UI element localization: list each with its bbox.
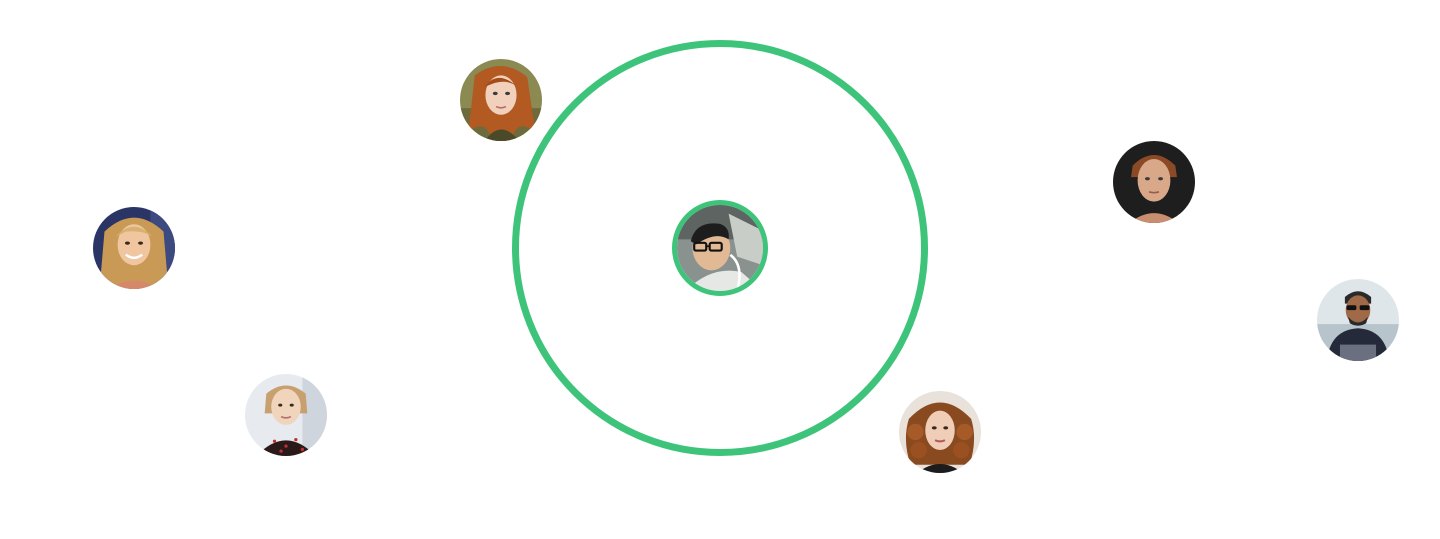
contact-avatar[interactable] [899,391,981,473]
contact-avatar[interactable] [245,374,327,456]
contact-avatar[interactable] [460,59,542,141]
avatar-curly-hair-woman-icon [899,391,981,473]
avatar-blonde-woman-short-hair-icon [245,374,327,456]
avatar-man-sunglasses-icon [1317,279,1399,361]
avatar-freckled-boy-icon [1113,141,1195,223]
contact-avatar[interactable] [93,207,175,289]
avatar-blonde-woman-icon [93,207,175,289]
proximity-ring [512,40,928,456]
current-user-avatar[interactable] [672,200,768,296]
user-avatar-icon [677,205,763,291]
contact-avatar[interactable] [1113,141,1195,223]
avatar-red-hair-woman-icon [460,59,542,141]
contact-avatar[interactable] [1317,279,1399,361]
